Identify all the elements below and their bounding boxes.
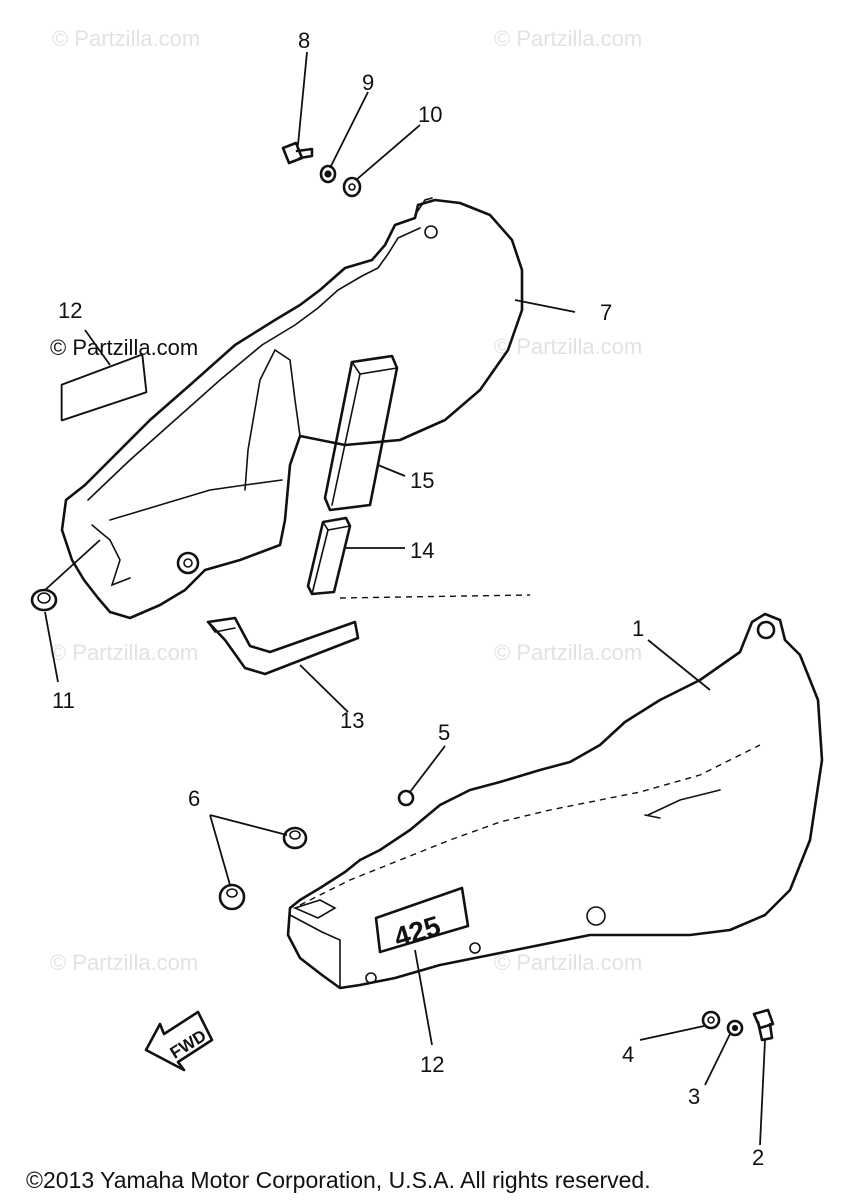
watermark: © Partzilla.com [52,26,200,51]
callout-11: 11 [52,688,75,713]
grommet-11 [30,588,58,612]
nut-10 [342,176,362,198]
decal-upper [60,353,148,422]
bolt-8 [281,141,314,165]
callout-7: 7 [600,300,612,325]
callout-12-upper: 12 [58,298,82,323]
foam-block-large [323,354,399,512]
bent-rubber-strip [206,616,360,676]
nut-4 [701,1010,721,1030]
watermark: © Partzilla.com [50,640,198,665]
washer-9 [319,164,337,184]
fwd-arrow-icon: FWD [144,1010,214,1072]
watermark: © Partzilla.com [494,950,642,975]
callout-6: 6 [188,786,200,811]
watermark: © Partzilla.com [494,640,642,665]
watermark: © Partzilla.com [50,950,198,975]
callout-10: 10 [418,102,442,127]
bolt-2 [752,1008,775,1042]
left-side-cover [60,197,524,620]
watermark: © Partzilla.com [494,334,642,359]
callout-14: 14 [410,538,434,563]
watermark: © Partzilla.com [50,335,198,360]
damper-6b [218,883,246,911]
damper-6a [282,826,308,850]
dashed-reference-line [339,594,531,599]
callout-1: 1 [632,616,644,641]
callout-9: 9 [362,70,374,95]
callout-13: 13 [340,708,364,733]
grommet-5 [397,789,415,807]
callout-4: 4 [622,1042,634,1067]
callout-5: 5 [438,720,450,745]
foam-block-small [306,516,352,596]
callout-2: 2 [752,1145,764,1170]
washer-3 [726,1019,744,1037]
callout-8: 8 [298,28,310,53]
callout-3: 3 [688,1084,700,1109]
right-side-cover [286,612,824,990]
watermark: © Partzilla.com [494,26,642,51]
callouts: 8 9 10 12 7 15 14 1 11 13 5 6 4 12 3 2 [52,28,764,1170]
fwd-label: FWD [167,1026,210,1063]
emblem-425: 425 [374,886,470,954]
leader-lines [44,51,766,1146]
copyright-notice: ©2013 Yamaha Motor Corporation, U.S.A. A… [26,1167,651,1193]
watermarks: © Partzilla.com © Partzilla.com © Partzi… [50,26,642,975]
callout-12-lower: 12 [420,1052,444,1077]
emblem-text: 425 [390,910,444,953]
callout-15: 15 [410,468,434,493]
